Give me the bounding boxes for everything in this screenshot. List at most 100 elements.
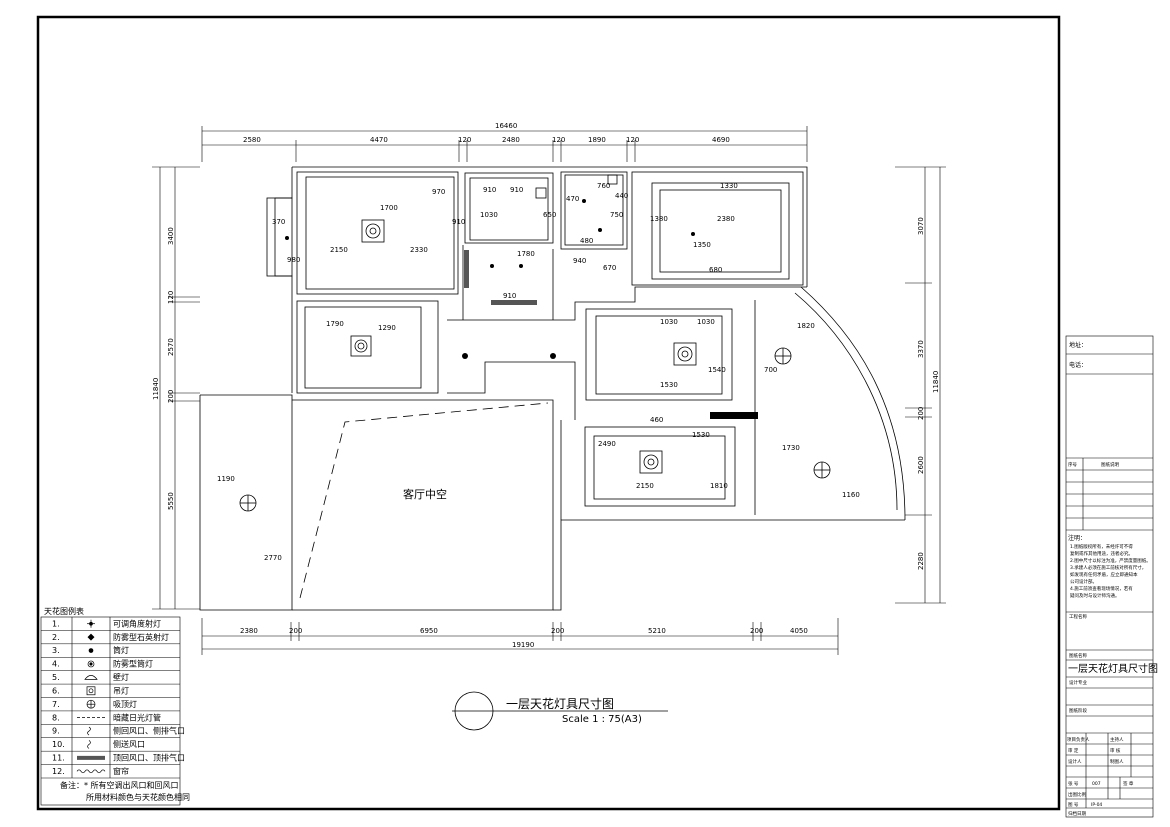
- dim-top: 4470: [370, 136, 388, 144]
- legend-symbol-icon: [86, 686, 96, 696]
- legend-symbol-icon: [87, 726, 91, 736]
- drawing-title: 一层天花灯具尺寸图: [506, 696, 614, 711]
- dim-inner: 910: [510, 186, 523, 194]
- dim-left: 120: [167, 291, 175, 304]
- dim-inner: 2150: [636, 482, 654, 490]
- title-mark: [452, 691, 668, 731]
- legend-item-label: 防雾型筒灯: [113, 659, 153, 669]
- dim-inner: 1030: [660, 318, 678, 326]
- chandelier-icon: [673, 342, 697, 366]
- dim-top: 1890: [588, 136, 606, 144]
- title-block: [1065, 335, 1154, 818]
- drawing-scale: Scale 1 : 75(A3): [562, 714, 642, 725]
- dim-inner: 1530: [692, 431, 710, 439]
- dim-right: 3370: [917, 340, 925, 358]
- tb-drawing-stage: 图纸阶段: [1069, 707, 1087, 714]
- dim-inner: 1190: [217, 475, 235, 483]
- spotlight-icon: [285, 174, 695, 359]
- dim-right: 2280: [917, 552, 925, 570]
- dim-inner: 940: [573, 257, 586, 265]
- dim-inner: 1810: [710, 482, 728, 490]
- tb-designer: 设计人: [1068, 758, 1082, 765]
- dim-inner: 470: [566, 195, 579, 203]
- dim-inner: 1350: [693, 241, 711, 249]
- legend-symbol-icon: [84, 675, 98, 680]
- dim-bottom: 6950: [420, 627, 438, 635]
- dim-right-total: 11840: [932, 371, 940, 393]
- tb-notes: 1.图纸版权所有，未经许可不得复制或作其他用途，违者必究。2.图中尺寸以标注为准…: [1070, 543, 1151, 599]
- dim-inner: 700: [764, 366, 777, 374]
- dim-inner: 1330: [720, 182, 738, 190]
- dim-inner: 970: [432, 188, 445, 196]
- legend-item-number: 10.: [52, 740, 65, 749]
- legend-item-number: 5.: [52, 673, 60, 682]
- dim-inner: 2380: [717, 215, 735, 223]
- dim-bottom: 5210: [648, 627, 666, 635]
- air-vent-icon: [464, 250, 469, 288]
- dim-top: 120: [458, 136, 471, 144]
- dim-right: 2600: [917, 456, 925, 474]
- legend-symbol-icon: [87, 660, 95, 668]
- air-vent-icon: [491, 300, 537, 305]
- legend-item-label: 侧送风口: [113, 739, 145, 749]
- dim-inner: 910: [452, 218, 465, 226]
- tb-note-line: 2.图中尺寸以标注为准，严禁度量图纸。: [1070, 557, 1151, 564]
- legend-symbol-icon: [87, 633, 95, 641]
- dim-inner: 2490: [598, 440, 616, 448]
- legend-item-label: 侧回风口、侧排气口: [113, 726, 185, 736]
- dim-inner: 460: [650, 416, 663, 424]
- legend-item-label: 壁灯: [113, 672, 129, 682]
- dim-inner: 2330: [410, 246, 428, 254]
- tb-note-line: 公司设计部。: [1070, 578, 1097, 585]
- dim-inner: 1290: [378, 324, 396, 332]
- dim-bottom-total: 19190: [512, 641, 534, 649]
- dim-top: 2580: [243, 136, 261, 144]
- dim-inner: 910: [483, 186, 496, 194]
- dim-bottom: 2380: [240, 627, 258, 635]
- dim-inner: 1540: [708, 366, 726, 374]
- dim-left: 200: [167, 390, 175, 403]
- legend-item-number: 4.: [52, 660, 60, 669]
- right-dimensions: [895, 166, 946, 604]
- dim-inner: 1030: [697, 318, 715, 326]
- legend-title: 天花图例表: [44, 606, 84, 616]
- dim-inner: 760: [597, 182, 610, 190]
- tb-note-line: 疑问及时与设计师沟通。: [1070, 592, 1120, 599]
- tb-note-line: 如发现有任何矛盾，应立即通知本: [1070, 571, 1138, 578]
- tb-note-line: 3.承建人必须在施工前核对所有尺寸，: [1070, 564, 1146, 571]
- chandelier-icon: [350, 335, 372, 357]
- legend-item-number: 7.: [52, 700, 60, 709]
- tb-sheet-no-label: 张 号: [1068, 780, 1079, 787]
- dim-left: 5550: [167, 492, 175, 510]
- legend-item-label: 暗藏日光灯管: [113, 712, 161, 722]
- legend-item-label: 筒灯: [113, 645, 129, 655]
- legend-item-label: 防雾型石英射灯: [113, 632, 169, 642]
- tb-project-lead: 项目负责人: [1067, 736, 1090, 743]
- dim-top: 2480: [502, 136, 520, 144]
- legend-item-number: 1.: [52, 619, 60, 628]
- dim-top-total: 16460: [495, 122, 517, 130]
- top-dimensions: [201, 126, 808, 162]
- dim-bottom: 200: [750, 627, 763, 635]
- legend-item-number: 8.: [52, 713, 60, 722]
- dim-inner: 1700: [380, 204, 398, 212]
- tb-sign: 签 章: [1123, 780, 1134, 787]
- dim-left: 2570: [167, 338, 175, 356]
- legend-item-label: 吊灯: [113, 685, 129, 695]
- legend-item-label: 吸顶灯: [113, 699, 137, 709]
- dim-right: 200: [917, 407, 925, 420]
- left-dimensions: [152, 166, 200, 610]
- dim-bottom: 200: [551, 627, 564, 635]
- tb-note-line: 4.施工前须查看现场情况，若有: [1070, 585, 1133, 592]
- chandelier-icon: [361, 219, 385, 243]
- legend-symbol-icon: [87, 740, 91, 749]
- legend-item-number: 11.: [52, 754, 65, 763]
- tb-date-label: 归档日期: [1068, 810, 1086, 817]
- bottom-dimensions: [201, 618, 839, 655]
- tb-sheet-no: 007: [1092, 781, 1101, 787]
- tb-drawing-name-label: 图纸名称: [1069, 652, 1087, 659]
- dim-inner: 680: [709, 266, 722, 274]
- tb-address: 地址：: [1069, 341, 1087, 349]
- dim-left: 3400: [167, 227, 175, 245]
